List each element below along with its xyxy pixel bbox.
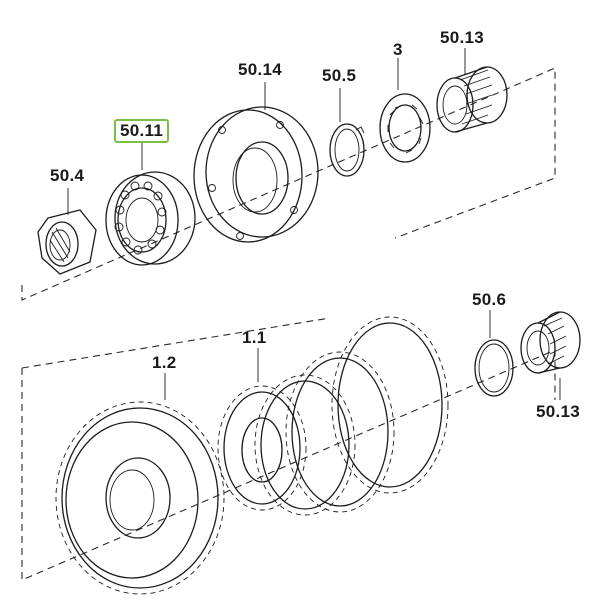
part-50-6-snap-ring[interactable] — [474, 339, 514, 397]
label-3[interactable]: 3 — [393, 40, 403, 59]
part-50-5-snap-ring[interactable] — [329, 123, 365, 177]
part-50-14-flange-housing[interactable] — [193, 106, 319, 243]
lower-assembly-outline — [21, 349, 556, 581]
label-1-1[interactable]: 1.1 — [242, 328, 267, 347]
label-50-11-selected[interactable]: 50.11 — [114, 119, 170, 143]
lower-outline-top — [21, 317, 331, 369]
label-50-13-top[interactable]: 50.13 — [440, 28, 485, 47]
leader-lines — [67, 48, 561, 400]
label-50-4[interactable]: 50.4 — [50, 166, 85, 185]
part-3-toothed-ring[interactable] — [379, 93, 431, 163]
part-1-1-gear-cluster[interactable] — [217, 316, 449, 516]
part-50-13-needle-bearing-top[interactable] — [436, 66, 508, 133]
part-50-4-hex-nut[interactable] — [37, 209, 97, 275]
label-50-6[interactable]: 50.6 — [472, 290, 507, 309]
label-50-13-bottom[interactable]: 50.13 — [536, 402, 581, 421]
label-50-14[interactable]: 50.14 — [238, 60, 283, 79]
part-50-13-needle-bearing-bottom[interactable] — [520, 311, 581, 374]
part-1-2-large-gear[interactable] — [55, 401, 225, 595]
part-50-11-ball-bearing[interactable] — [105, 171, 196, 266]
upper-assembly-outline — [21, 67, 556, 301]
label-50-5[interactable]: 50.5 — [322, 66, 357, 85]
label-1-2[interactable]: 1.2 — [152, 353, 177, 372]
